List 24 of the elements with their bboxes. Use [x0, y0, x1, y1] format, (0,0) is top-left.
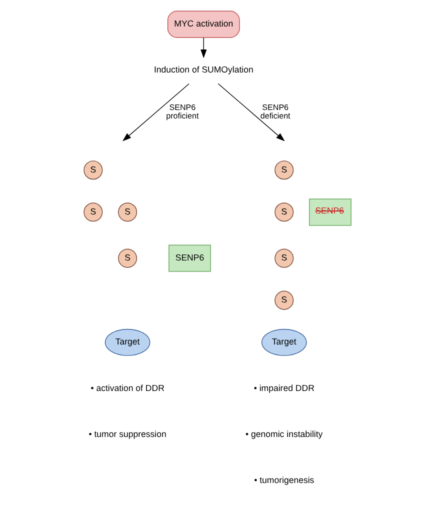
node-text: Induction of SUMOylation — [154, 64, 254, 75]
label: • tumor suppression — [88, 428, 166, 439]
node-box: SENP6 — [309, 198, 352, 226]
edge-label: SENP6 proficient — [166, 102, 199, 121]
arrow — [218, 83, 285, 142]
node-ellipse: Target — [261, 328, 307, 356]
arrow — [200, 37, 207, 58]
edge-label: SENP6 deficient — [260, 102, 290, 121]
label: • impaired DDR — [254, 382, 314, 393]
label: • genomic instability — [246, 428, 323, 439]
node-circle: S — [118, 248, 138, 268]
node-circle: S — [274, 160, 294, 180]
node-box: SENP6 — [168, 244, 211, 272]
label: • activation of DDR — [90, 382, 164, 393]
node-circle: S — [274, 248, 294, 268]
node-box: MYC activation — [167, 10, 240, 38]
node-circle: S — [274, 202, 294, 222]
node-circle: S — [84, 202, 103, 222]
arrow — [122, 83, 190, 142]
node-ellipse: Target — [104, 328, 150, 356]
node-circle: S — [84, 160, 103, 180]
label: • tumorigenesis — [254, 474, 314, 485]
node-circle: S — [274, 290, 294, 310]
node-circle: S — [118, 202, 138, 222]
